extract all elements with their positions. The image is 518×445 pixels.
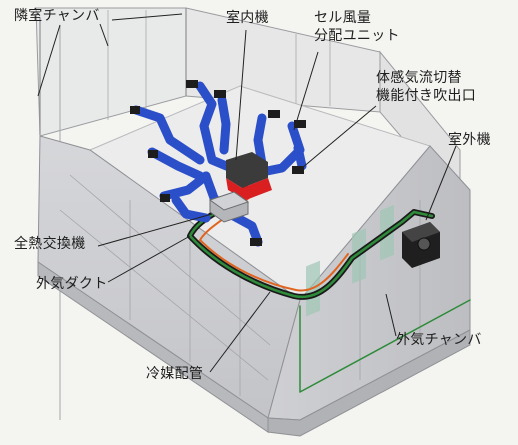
label-heat-exchanger: 全熱交換機 xyxy=(14,236,86,252)
label-refrigerant-pipe: 冷媒配管 xyxy=(146,366,204,382)
label-cell-airflow-unit: セル風量 分配ユニット xyxy=(314,10,400,44)
adjacent-chamber-walls xyxy=(35,7,461,420)
outdoor-unit-model xyxy=(402,222,440,268)
leader-lines xyxy=(37,13,457,373)
label-outlet: 体感気流切替 機能付き吹出口 xyxy=(376,70,477,104)
outlet-heads xyxy=(130,80,306,246)
heat-exchanger-model xyxy=(208,191,250,223)
label-outdoor-chamber: 外気チャンバ xyxy=(396,332,482,348)
label-outdoor-air-duct: 外気ダクト xyxy=(36,276,108,292)
front-wall xyxy=(37,135,301,433)
label-adjacent-chamber: 隣室チャンバ xyxy=(14,8,100,24)
label-outdoor-unit: 室外機 xyxy=(448,132,491,148)
label-indoor-unit: 室内機 xyxy=(226,10,269,26)
supply-ducts xyxy=(131,81,307,247)
